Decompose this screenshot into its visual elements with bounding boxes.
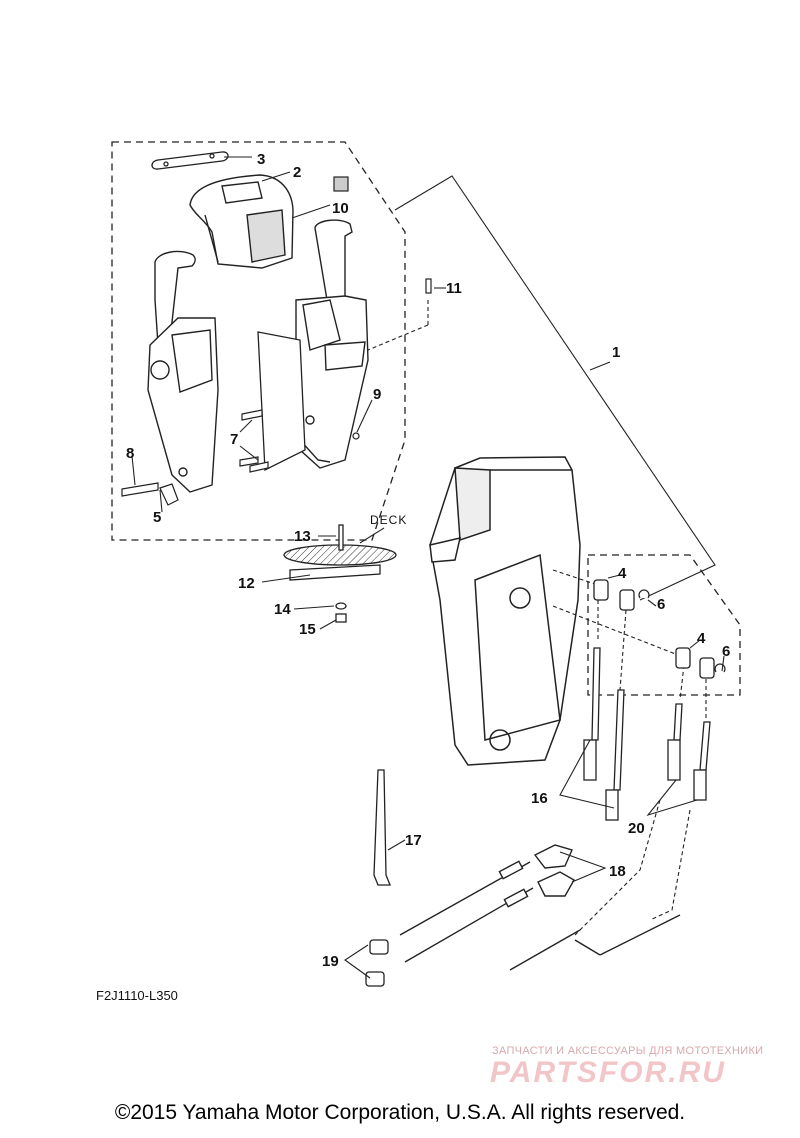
label-8: 8: [126, 445, 134, 462]
part-10-clip: [333, 176, 349, 192]
label-9: 9: [373, 386, 381, 403]
cable-rods: [583, 647, 711, 821]
label-19: 19: [322, 953, 339, 970]
label-10: 10: [332, 200, 349, 217]
label-12: 12: [238, 575, 255, 592]
control-cables: [399, 844, 681, 971]
label-15: 15: [299, 621, 316, 638]
part-1-leader: [394, 175, 716, 601]
center-plate: [257, 331, 306, 472]
upper-assembly-outline: [111, 141, 406, 541]
label-7: 7: [230, 431, 238, 448]
deck-parts: [283, 524, 397, 623]
label-18: 18: [609, 863, 626, 880]
lever-left: [147, 250, 219, 493]
part-17-tie: [373, 769, 391, 886]
label-6a: 6: [657, 596, 665, 613]
copyright-notice: ©2015 Yamaha Motor Corporation, U.S.A. A…: [114, 1101, 686, 1124]
housing-body: [429, 456, 581, 766]
label-6b: 6: [722, 643, 730, 660]
label-5: 5: [153, 509, 161, 526]
label-2: 2: [293, 164, 301, 181]
diagram-code: F2J1110-L350: [96, 988, 178, 1003]
label-17: 17: [405, 832, 422, 849]
lever-right: [295, 219, 369, 469]
label-1: 1: [612, 344, 620, 361]
label-13: 13: [294, 528, 311, 545]
label-16: 16: [531, 790, 548, 807]
cable-ends: [593, 579, 726, 679]
part-2-cover: [189, 174, 294, 269]
part-3-bar: [151, 151, 229, 170]
watermark-brand: PARTSFOR.RU: [490, 1056, 726, 1089]
part-19-sleeves: [365, 939, 389, 987]
leader-lines: [131, 156, 725, 979]
label-14: 14: [274, 601, 291, 618]
label-4a: 4: [618, 565, 627, 582]
label-4b: 4: [697, 630, 706, 647]
small-bolts: [121, 278, 432, 506]
label-20: 20: [628, 820, 645, 837]
deck-label: DECK: [370, 513, 407, 527]
cable-end-outline: [587, 554, 741, 696]
label-3: 3: [257, 151, 265, 168]
watermark-tagline: ЗАПЧАСТИ И АКСЕССУАРЫ ДЛЯ МОТОТЕХНИКИ: [492, 1045, 764, 1057]
label-11: 11: [446, 280, 462, 297]
